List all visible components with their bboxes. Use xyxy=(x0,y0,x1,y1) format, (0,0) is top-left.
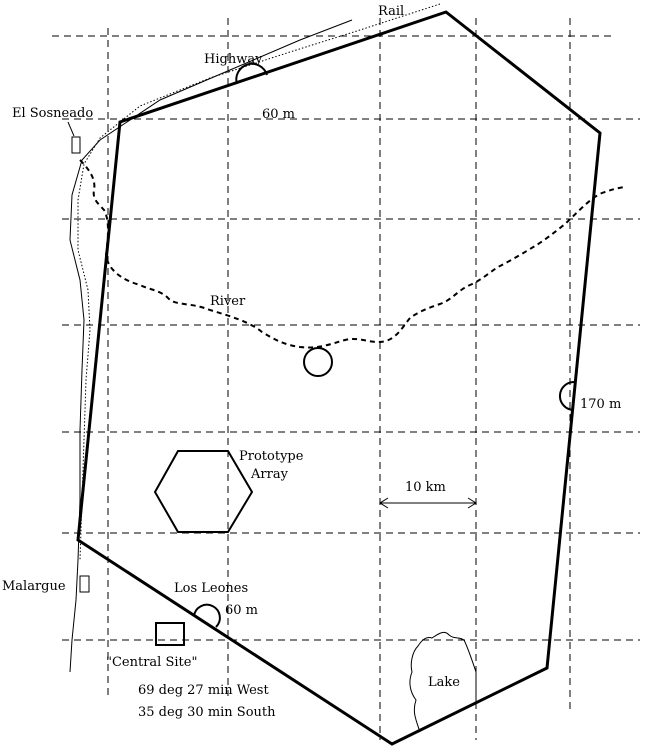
rail-label: Rail xyxy=(378,4,404,19)
coordinate-south-label: 35 deg 30 min South xyxy=(138,705,276,720)
observatory-boundary xyxy=(76,10,602,746)
coordinate-west-label: 69 deg 27 min West xyxy=(138,683,269,698)
malargue-label: Malargue xyxy=(2,579,66,594)
station-south-circle-icon xyxy=(193,603,221,628)
station-north-size-label: 60 m xyxy=(262,107,295,122)
highway-line xyxy=(69,19,353,673)
river-label: River xyxy=(210,294,246,309)
river-line xyxy=(79,159,625,349)
highway-label: Highway xyxy=(204,52,263,67)
prototype-array-hexagon-icon xyxy=(153,450,254,533)
central-site-label: "Central Site" xyxy=(106,655,197,670)
malargue-marker-icon xyxy=(79,575,90,593)
el-sosneado-marker-icon xyxy=(71,136,81,154)
station-east-circle-icon xyxy=(558,380,576,411)
station-south-size-label: 60 m xyxy=(225,603,258,618)
lake-label: Lake xyxy=(428,675,460,690)
station-center-circle-icon xyxy=(303,347,333,377)
prototype-label-line1: Prototype xyxy=(239,449,304,464)
prototype-label-line2: Array xyxy=(250,467,289,482)
scale-arrow-left-icon xyxy=(379,497,389,509)
station-north-circle-icon xyxy=(235,62,268,85)
rail-line xyxy=(77,3,441,561)
central-site-square-icon xyxy=(155,622,185,646)
station-east-size-label: 170 m xyxy=(580,397,621,412)
el-sosneado-label: El Sosneado xyxy=(12,106,93,121)
scale-label: 10 km xyxy=(405,480,446,495)
el-sosneado-pointer-icon xyxy=(67,121,75,137)
scale-arrow-right-icon xyxy=(467,497,477,509)
scale-bar xyxy=(379,497,477,509)
grid xyxy=(52,18,640,740)
los-leones-label: Los Leones xyxy=(174,581,248,596)
lake-outline xyxy=(409,631,477,733)
